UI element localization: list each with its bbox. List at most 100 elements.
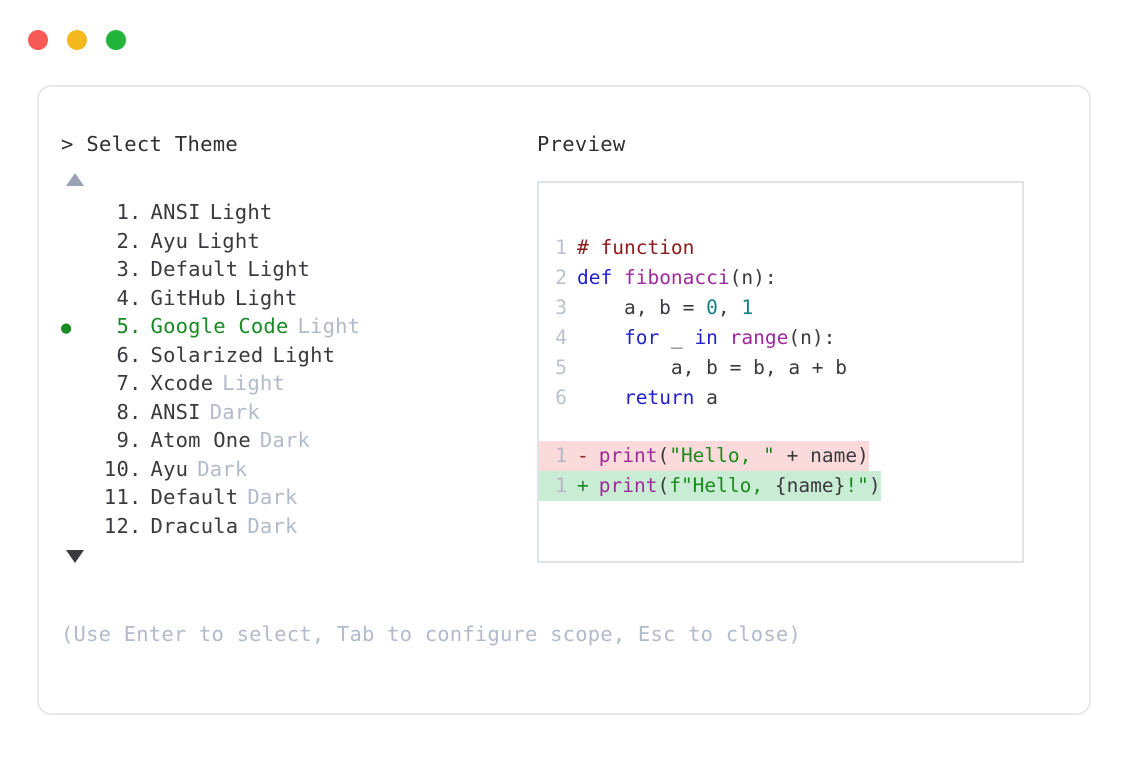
theme-item-name: Google Code: [150, 314, 289, 338]
code-line: 3 a, b = 0, 1: [539, 293, 1022, 323]
line-number: 4: [555, 326, 567, 349]
code-token: print: [598, 474, 658, 497]
code-token: _: [659, 326, 695, 349]
theme-item-name: Ayu: [150, 456, 189, 481]
theme-item-variant: Light: [272, 342, 336, 367]
page-title: Select Theme: [86, 132, 239, 156]
code-token: (n):: [788, 326, 836, 349]
diff-sign: -: [577, 444, 589, 467]
theme-item-name: ANSI: [150, 200, 201, 224]
code-line: 5 a, b = b, a + b: [539, 353, 1022, 383]
theme-item-name: Xcode: [150, 371, 214, 395]
diff-highlight: 1-print("Hello, " + name): [539, 441, 869, 471]
theme-item-index: 1: [116, 200, 129, 224]
code-token: return: [623, 386, 695, 409]
theme-item-index: 7: [116, 371, 129, 395]
maximize-dot[interactable]: [106, 30, 126, 50]
line-number: 5: [555, 356, 567, 379]
code-line-text: # function: [577, 233, 694, 263]
code-token: in: [694, 326, 718, 349]
theme-item-index: 11: [103, 485, 129, 509]
theme-item-variant: Light: [247, 257, 311, 281]
scroll-down-icon[interactable]: [66, 550, 84, 563]
code-line: 6 return a: [539, 383, 1022, 413]
code-token: a, b =: [577, 296, 707, 319]
code-line-text: def fibonacci(n):: [577, 263, 777, 293]
theme-item-variant: Light: [222, 371, 285, 395]
theme-item-index: 12: [103, 513, 129, 538]
theme-item-dot: .: [129, 456, 142, 481]
line-number: 6: [555, 386, 567, 409]
theme-item-name: Solarized: [150, 342, 264, 367]
theme-item-index: 8: [116, 399, 129, 424]
theme-list-item[interactable]: 9. Atom One Dark: [61, 426, 541, 455]
code-token: [577, 326, 624, 349]
theme-item-name: Ayu: [150, 228, 189, 253]
theme-item-name: Default: [150, 257, 239, 281]
code-token: [577, 386, 624, 409]
code-token: + name): [774, 444, 869, 467]
scroll-up-icon[interactable]: [66, 173, 84, 186]
theme-item-dot: .: [129, 371, 142, 395]
code-token: a, b = b, a + b: [577, 356, 848, 379]
code-token: 0: [706, 296, 718, 319]
code-line-text: return a: [577, 383, 718, 413]
code-token: range: [729, 326, 789, 349]
theme-item-name: ANSI: [150, 399, 201, 424]
theme-item-index: 10: [103, 456, 129, 481]
theme-item-index: 9: [116, 428, 129, 452]
theme-item-variant: Dark: [247, 513, 298, 538]
theme-item-variant: Light: [297, 314, 361, 338]
code-token: (: [657, 474, 670, 497]
diff-line-add: 1 + print(f"Hello, {name}!"): [539, 471, 1022, 501]
code-token: [718, 326, 730, 349]
theme-item-dot: .: [129, 513, 142, 538]
code-line-text: a, b = 0, 1: [577, 293, 753, 323]
prompt-line: > Select Theme: [61, 131, 541, 157]
preview-label: Preview: [537, 132, 626, 156]
code-token: {name}: [774, 474, 846, 497]
theme-list-item[interactable]: 10. Ayu Dark: [61, 455, 541, 484]
close-dot[interactable]: [28, 30, 48, 50]
theme-item-name: GitHub: [150, 285, 226, 310]
code-token: !": [845, 474, 869, 497]
theme-item-index: 5: [116, 314, 129, 338]
theme-item-variant: Dark: [197, 456, 248, 481]
theme-item-dot: .: [129, 257, 142, 281]
code-spacer: [539, 413, 1022, 441]
diff-line-del: 1-print("Hello, " + name): [539, 441, 1022, 471]
diff-line-text: print(f"Hello, {name}!"): [599, 471, 881, 501]
code-token: 1: [741, 296, 754, 319]
theme-item-dot: .: [129, 399, 142, 424]
theme-item-variant: Light: [234, 285, 298, 310]
minimize-dot[interactable]: [67, 30, 87, 50]
theme-list-item[interactable]: 7. Xcode Light: [61, 369, 541, 398]
theme-item-dot: .: [129, 285, 142, 310]
line-number: 1: [555, 474, 567, 497]
code-token: ): [868, 474, 881, 497]
theme-item-name: Atom One: [150, 428, 251, 452]
theme-item-dot: .: [129, 428, 142, 452]
theme-item-variant: Dark: [259, 428, 311, 452]
theme-item-variant: Dark: [209, 399, 260, 424]
diff-sign: +: [577, 474, 589, 497]
line-number: 3: [555, 296, 567, 319]
theme-item-variant: Light: [197, 228, 260, 253]
window-titlebar: [0, 0, 1129, 80]
code-token: for: [623, 326, 660, 349]
theme-list-item[interactable]: 8. ANSI Dark: [61, 398, 541, 427]
